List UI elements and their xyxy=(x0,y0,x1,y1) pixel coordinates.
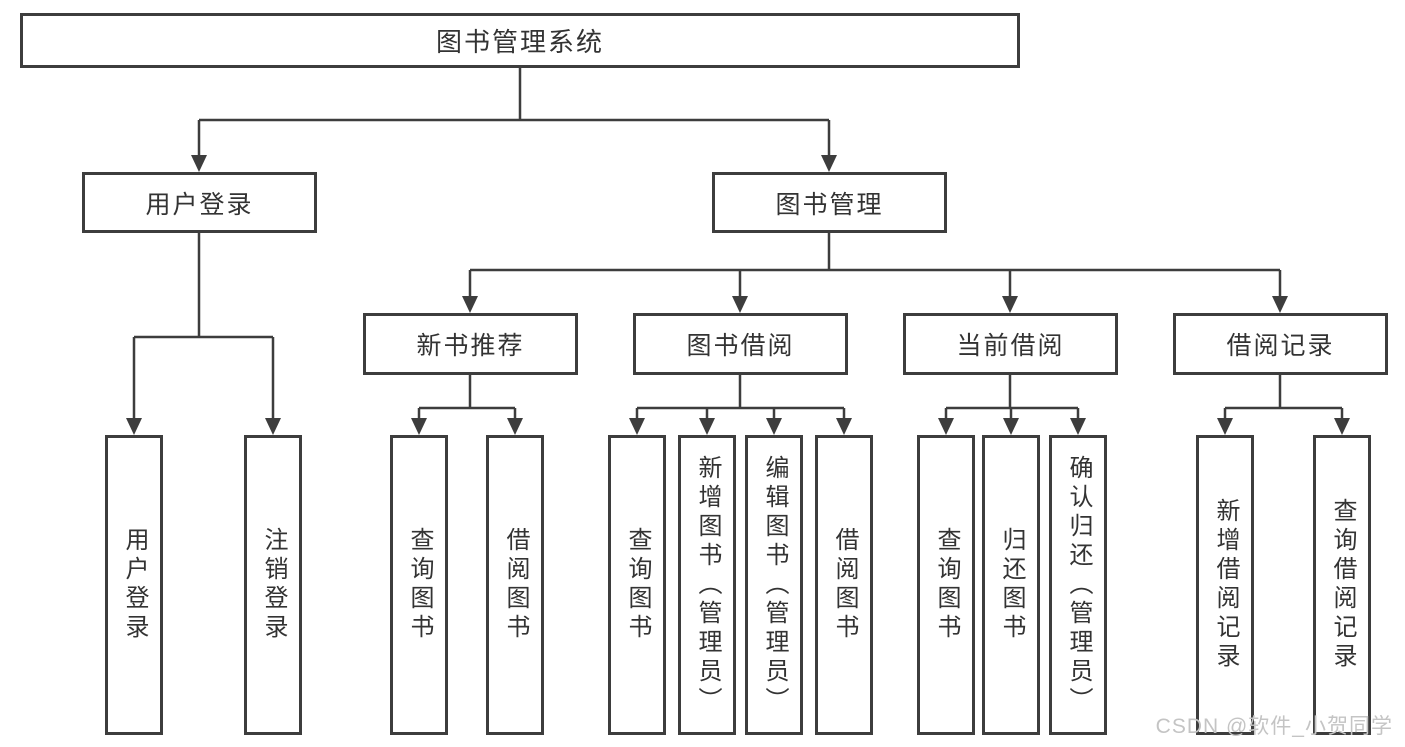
arrow-down-icon xyxy=(1003,418,1019,435)
connector-new-book-recommend xyxy=(417,375,517,420)
arrow-down-icon xyxy=(1070,418,1086,435)
arrow-down-icon xyxy=(1272,296,1288,313)
arrow-down-icon xyxy=(836,418,852,435)
leaf-user-login: 用户登录 xyxy=(105,435,163,735)
arrow-down-icon xyxy=(629,418,645,435)
node-current-borrow: 当前借阅 xyxy=(903,313,1118,375)
node-user-login: 用户登录 xyxy=(82,172,317,233)
node-borrow-records: 借阅记录 xyxy=(1173,313,1388,375)
arrow-down-icon xyxy=(462,296,478,313)
leaf-logout: 注销登录 xyxy=(244,435,302,735)
arrow-down-icon xyxy=(411,418,427,435)
connector-book-borrow xyxy=(635,375,846,420)
leaf-query-borrow-record: 查询借阅记录 xyxy=(1313,435,1371,735)
arrow-down-icon xyxy=(938,418,954,435)
leaf-confirm-return-admin: 确认归还（管理员） xyxy=(1049,435,1107,735)
arrowheads xyxy=(126,155,1350,435)
connector-borrow-records xyxy=(1223,375,1344,420)
node-book-borrow: 图书借阅 xyxy=(633,313,848,375)
arrow-down-icon xyxy=(126,418,142,435)
arrow-down-icon xyxy=(191,155,207,172)
watermark: CSDN @软件_小贺同学 xyxy=(1155,715,1393,738)
node-book-management: 图书管理 xyxy=(712,172,947,233)
leaf-add-books-admin: 新增图书（管理员） xyxy=(678,435,736,735)
arrow-down-icon xyxy=(699,418,715,435)
leaf-return-books: 归还图书 xyxy=(982,435,1040,735)
leaf-query-books-2: 查询图书 xyxy=(608,435,666,735)
connector-current-borrow xyxy=(944,375,1080,420)
arrow-down-icon xyxy=(732,296,748,313)
connector-paths xyxy=(132,68,1344,420)
connector-root-to-level2 xyxy=(197,68,831,156)
arrow-down-icon xyxy=(265,418,281,435)
node-root: 图书管理系统 xyxy=(20,13,1020,68)
leaf-borrow-books-1: 借阅图书 xyxy=(486,435,544,735)
arrow-down-icon xyxy=(821,155,837,172)
arrow-down-icon xyxy=(1334,418,1350,435)
arrow-down-icon xyxy=(1002,296,1018,313)
connector-user-login xyxy=(132,233,275,420)
connector-book-management xyxy=(468,233,1282,298)
leaf-query-books-3: 查询图书 xyxy=(917,435,975,735)
arrow-down-icon xyxy=(507,418,523,435)
node-new-book-recommend: 新书推荐 xyxy=(363,313,578,375)
leaf-add-borrow-record: 新增借阅记录 xyxy=(1196,435,1254,735)
leaf-query-books-1: 查询图书 xyxy=(390,435,448,735)
leaf-edit-books-admin: 编辑图书（管理员） xyxy=(745,435,803,735)
leaf-borrow-books-2: 借阅图书 xyxy=(815,435,873,735)
arrow-down-icon xyxy=(1217,418,1233,435)
arrow-down-icon xyxy=(766,418,782,435)
